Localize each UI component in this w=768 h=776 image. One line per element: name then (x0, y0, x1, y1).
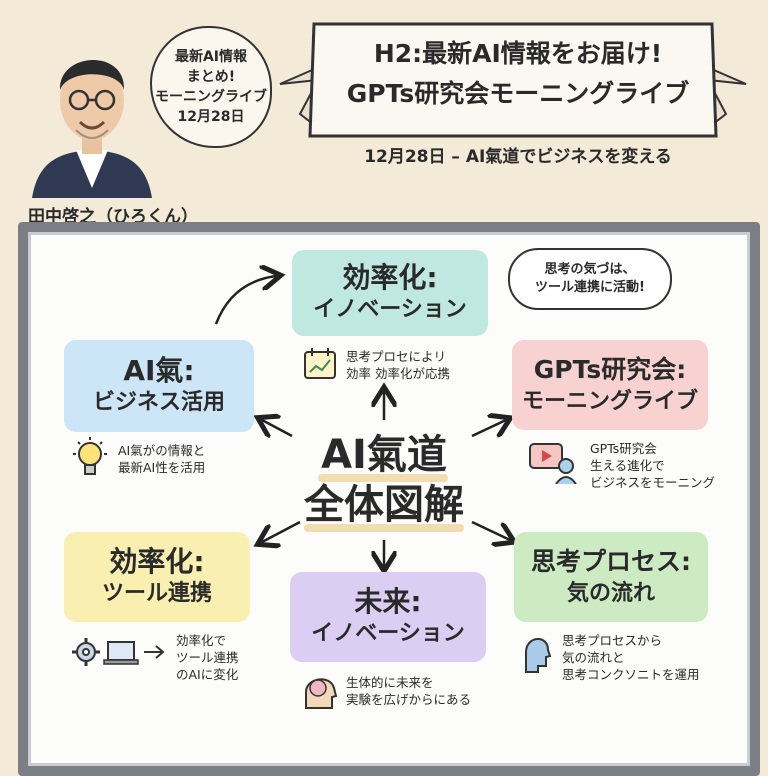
banner-subtitle: 12月28日 – AI氣道でビジネスを変える (364, 147, 672, 167)
center-title-line: 全体図解 (304, 482, 464, 528)
speech-line: 12月28日 (177, 109, 245, 125)
note-line: 実験を広げからにある (346, 692, 472, 707)
note-line: ツール連携 (176, 650, 239, 665)
note-line: 効率化で (176, 633, 227, 648)
bubble-line: 思考の気づは、 (544, 262, 636, 277)
note-line: 思考プロセスから (562, 633, 663, 648)
note-line: 生体的に未来を (346, 675, 434, 690)
note-line: 最新AI性を活用 (118, 460, 206, 475)
card-title: 思考プロセス: (531, 547, 691, 576)
card-title: AI氣: (123, 354, 195, 387)
card-title: 効率化: (342, 261, 438, 294)
brain-head-icon (305, 678, 338, 709)
card-subtitle: イノベーション (313, 297, 467, 322)
card-subtitle: ビジネス活用 (92, 390, 225, 415)
card-efficiency-tools: 効率化: ツール連携 (64, 532, 250, 622)
center-highlight (318, 474, 448, 482)
bubble-line: ツール連携に活動! (535, 280, 645, 295)
author-speech-bubble: 最新AI情報 まとめ! モーニングライブ 12月28日 (150, 26, 272, 148)
thought-bubble: 思考の気づは、 ツール連携に活動! (508, 248, 672, 310)
note-line: 効率 効率化が応携 (346, 366, 450, 381)
banner-title: H2:最新AI情報をお届け! GPTs研究会モーニングライブ (320, 34, 716, 114)
card-note: 生体的に未来を 実験を広げからにある (346, 674, 506, 708)
note-line: AI氣がの情報と (118, 443, 206, 458)
note-line: 思考プロセによリ (346, 349, 447, 364)
lightbulb-icon (73, 437, 107, 475)
card-subtitle: 気の流れ (566, 581, 655, 606)
card-ai-business: AI氣: ビジネス活用 (64, 340, 254, 432)
card-title: GPTs研究会: (533, 355, 687, 384)
note-line: 気の流れと (562, 650, 625, 665)
speech-line: 最新AI情報 (174, 49, 248, 65)
note-line: 生える進化で (590, 458, 665, 473)
banner-title-line: GPTs研究会モーニングライブ (346, 79, 690, 108)
head-profile-icon (525, 638, 552, 673)
card-subtitle: イノベーション (311, 621, 465, 646)
card-note: 効率化で ツール連携 のAIに変化 (176, 632, 286, 683)
card-note: GPTs研究会 生える進化で ビジネスをモーニング (590, 440, 720, 491)
card-note: 思考プロセスから 気の流れと 思考コンクソニトを運用 (562, 632, 712, 683)
card-efficiency-innovation: 効率化: イノベーション (292, 250, 488, 336)
banner-title-line: H2:最新AI情報をお届け! (373, 39, 663, 68)
card-gpts-morning-live: GPTs研究会: モーニングライブ (512, 340, 708, 430)
center-title: AI氣道 全体図解 (268, 430, 500, 530)
note-line: 思考コンクソニトを運用 (562, 667, 700, 682)
gear-laptop-icon (72, 638, 165, 666)
center-highlight (304, 524, 464, 532)
calendar-chart-icon (304, 348, 336, 379)
author-portrait (32, 59, 152, 198)
card-title: 未来: (354, 585, 422, 618)
speech-line: モーニングライブ (155, 89, 267, 105)
card-note: 思考プロセによリ 効率 効率化が応携 (346, 348, 496, 382)
video-viewer-icon (529, 443, 577, 484)
note-line: ビジネスをモーニング (590, 475, 716, 490)
card-subtitle: ツール連携 (101, 581, 212, 606)
card-note: AI氣がの情報と 最新AI性を活用 (118, 442, 268, 476)
card-thought-flow: 思考プロセス: 気の流れ (514, 532, 708, 622)
note-line: のAIに変化 (176, 667, 239, 682)
card-title: 効率化: (109, 545, 205, 578)
center-title-line: AI氣道 (321, 432, 447, 478)
card-future-innovation: 未来: イノベーション (290, 572, 486, 662)
note-line: GPTs研究会 (590, 441, 657, 456)
card-subtitle: モーニングライブ (521, 389, 698, 414)
title-banner (279, 22, 747, 138)
speech-line: まとめ! (186, 69, 236, 85)
